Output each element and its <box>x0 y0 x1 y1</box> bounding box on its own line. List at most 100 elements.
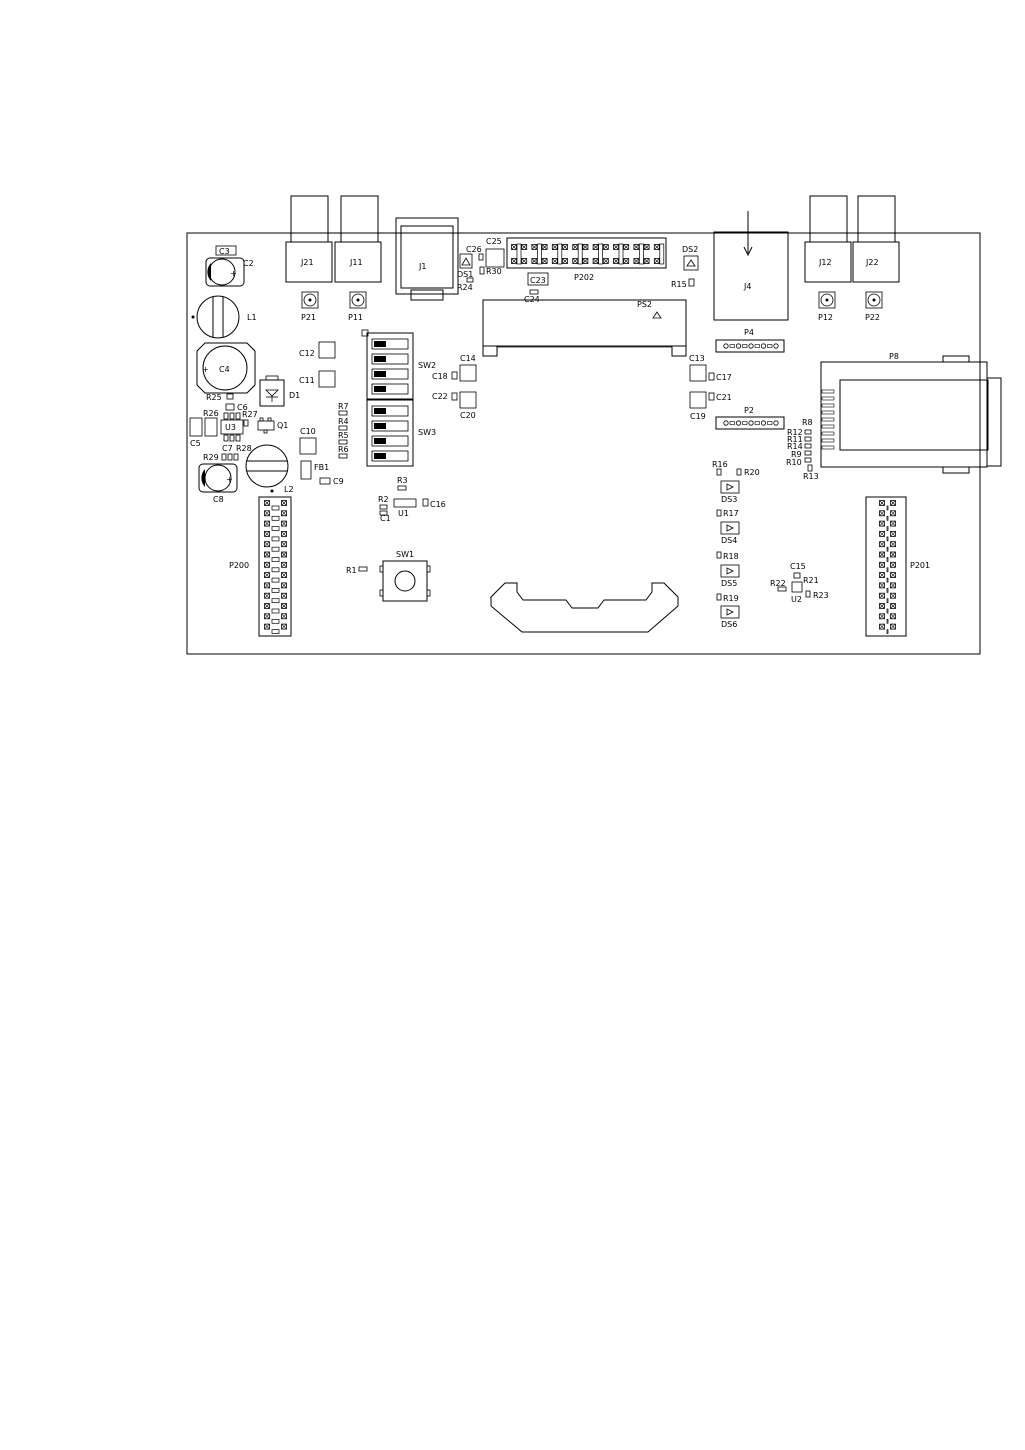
header-pin-mark2 <box>281 562 287 568</box>
header-pin <box>551 244 558 250</box>
header-pin-bar <box>886 515 889 521</box>
header-pin <box>723 420 729 426</box>
label-u2: U2 <box>791 595 802 604</box>
header-pin <box>281 500 287 506</box>
header-pin-mark2 <box>281 583 287 588</box>
header-pin-mark2 <box>562 244 568 250</box>
header-p201 <box>865 496 907 637</box>
header-pin-mark2 <box>281 521 287 526</box>
cap-c9 <box>319 477 331 485</box>
label-c9: C9 <box>333 477 344 486</box>
header-pin-mark2 <box>879 531 885 537</box>
header-pin <box>562 258 568 264</box>
header-pin-bar <box>886 546 889 552</box>
label-c4: C4 <box>219 365 230 374</box>
header-pin-bar <box>598 243 603 265</box>
header-pin <box>264 520 270 527</box>
label-r13: R13 <box>803 472 819 481</box>
led-ds1 <box>459 253 473 269</box>
header-pin-bar <box>618 243 624 265</box>
header-pin-bar <box>271 505 280 511</box>
header-pin <box>582 258 589 264</box>
header-pin-mark2 <box>890 541 896 547</box>
label-j12: J12 <box>818 258 832 267</box>
header-pin <box>562 244 568 250</box>
label-p200: P200 <box>229 561 249 570</box>
label-r27: R27 <box>242 410 258 419</box>
dip-toggle <box>371 353 409 365</box>
header-pin <box>748 343 754 349</box>
label-ds2: DS2 <box>682 245 698 254</box>
dip-switch-sw2 <box>361 329 414 400</box>
dip-toggle <box>371 338 409 350</box>
header-pin-mark2 <box>264 552 270 557</box>
label-p12: P12 <box>818 313 833 322</box>
header-pin-bar <box>886 577 889 583</box>
header-pin <box>613 244 619 250</box>
label-c19: C19 <box>690 412 706 421</box>
header-pin <box>879 592 885 599</box>
cap-c4: + C4 <box>196 342 256 394</box>
label-r20: R20 <box>744 468 760 477</box>
header-pin-mark2 <box>603 258 609 264</box>
header-p200 <box>258 496 292 637</box>
dip-toggle-lever <box>374 371 386 377</box>
label-r3: R3 <box>397 476 408 485</box>
header-pin-bar <box>886 567 889 573</box>
header-pin <box>735 343 742 349</box>
header-pin-mark2 <box>879 614 885 619</box>
header-pin-bar <box>577 243 583 265</box>
header-pin-bar <box>271 577 280 583</box>
label-ds5: DS5 <box>721 579 737 588</box>
header-pin-mark2 <box>281 531 287 537</box>
header-pin-bar <box>767 421 773 425</box>
header-pin-mark2 <box>532 244 537 250</box>
header-pin-mark2 <box>890 511 896 516</box>
header-pin-bar <box>271 526 280 531</box>
header-pin-mark2 <box>281 603 287 609</box>
dip-toggle <box>371 450 409 462</box>
connector-j4: J4 <box>713 211 789 321</box>
header-pin <box>879 541 885 548</box>
header-pin-mark2 <box>890 614 896 619</box>
header-pin-mark2 <box>654 258 660 264</box>
connector-j11: J11 <box>334 195 382 283</box>
header-pin-mark2 <box>511 258 517 264</box>
label-c2: C2 <box>243 259 254 268</box>
led-ds4 <box>720 521 740 535</box>
header-pin-mark2 <box>890 593 896 598</box>
header-pin-bar <box>271 557 280 562</box>
card-slot-pin <box>821 417 835 422</box>
label-j22: J22 <box>865 258 879 267</box>
header-pin <box>773 343 779 349</box>
inductor-l1: L1 <box>191 295 257 339</box>
coax-p21: P21 <box>301 291 319 322</box>
header-pin-bar <box>516 243 522 265</box>
header-pin <box>281 510 287 517</box>
header-pin-bar <box>271 618 280 624</box>
card-slot-pin <box>821 424 835 429</box>
header-pin <box>890 613 896 620</box>
ic-u1 <box>393 498 417 508</box>
dip-toggle-lever <box>374 453 386 459</box>
header-pin <box>879 582 885 589</box>
cap-c11 <box>318 370 336 388</box>
header-pin <box>531 244 538 250</box>
label-c14: C14 <box>460 354 476 363</box>
header-pin-mark2 <box>264 500 270 506</box>
socket-ps2 <box>482 299 687 357</box>
header-pin-mark2 <box>634 244 639 250</box>
header-pin-bar <box>729 344 735 348</box>
label-p2: P2 <box>744 406 754 415</box>
label-c16: C16 <box>430 500 446 509</box>
header-pin-mark2 <box>583 244 588 250</box>
label-c26: C26 <box>466 245 482 254</box>
card-slot-pin <box>821 403 835 408</box>
header-pin <box>592 258 599 264</box>
header-pin <box>264 572 270 578</box>
dip-toggle-lever <box>374 386 386 392</box>
header-pin <box>511 258 517 264</box>
header-pin <box>264 510 270 517</box>
dip-toggle-lever <box>374 408 386 414</box>
header-pin <box>281 572 287 578</box>
